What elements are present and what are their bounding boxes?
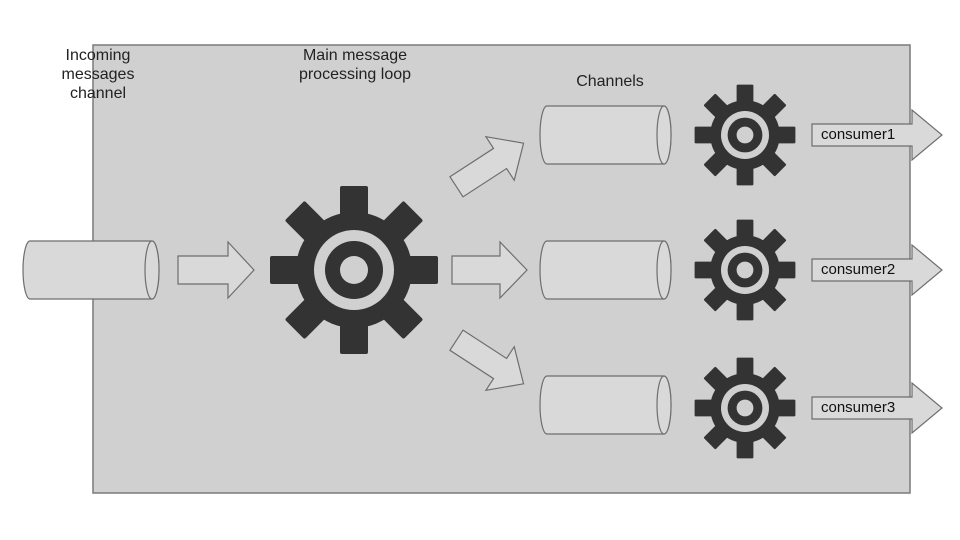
consumer3-label: consumer3 (821, 399, 896, 416)
main-label-line2: processing loop (298, 66, 412, 83)
main-label-line1: Main message (302, 47, 408, 64)
consumer2-gear-icon (694, 219, 796, 321)
channel-pipe-1-icon (539, 105, 672, 165)
arrow-right-icon (451, 240, 528, 300)
main-loop-gear-icon (270, 186, 438, 354)
channel-pipe-2-icon (539, 240, 672, 300)
consumer1-arrow-icon (811, 108, 943, 162)
incoming-pipe-icon (22, 240, 160, 300)
arrow-up-right-icon (449, 135, 525, 198)
consumer1-label: consumer1 (821, 126, 896, 143)
consumer3-arrow-icon (811, 381, 943, 435)
main-loop-label: Main message processing loop (280, 46, 430, 84)
consumer2-arrow-icon (811, 243, 943, 297)
consumer1-gear-icon (694, 84, 796, 186)
incoming-label-line3: channel (69, 85, 127, 102)
incoming-label-line1: Incoming (65, 47, 131, 64)
incoming-label-line2: messages (61, 66, 135, 83)
arrow-right-icon (177, 240, 255, 300)
consumer2-label: consumer2 (821, 261, 896, 278)
channel-pipe-3-icon (539, 375, 672, 435)
arrow-down-right-icon (449, 329, 525, 392)
consumer3-gear-icon (694, 357, 796, 459)
channels-label: Channels (576, 73, 644, 90)
incoming-channel-label: Incoming messages channel (48, 46, 148, 103)
